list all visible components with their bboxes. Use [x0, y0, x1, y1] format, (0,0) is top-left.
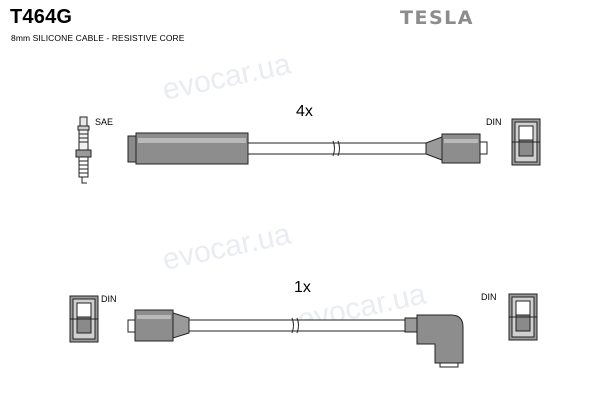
set-1-quantity: 4x: [296, 103, 313, 120]
set-2-angled-boot: [404, 314, 464, 368]
set-2-quantity: 1x: [294, 279, 311, 296]
din-socket-icon: [511, 118, 541, 166]
set-2-left-connector-label: DIN: [101, 294, 117, 304]
set-1-straight-boot: [127, 132, 249, 165]
set-1-right-connector-label: DIN: [486, 117, 502, 127]
set-2-right-connector-label: DIN: [481, 292, 497, 302]
din-socket-icon: [508, 293, 538, 341]
set-1-left-connector-label: SAE: [95, 117, 114, 127]
set-1-cable: [247, 140, 427, 157]
brand-logo: TESLA: [400, 7, 474, 29]
din-socket-icon: [69, 295, 99, 343]
spark-plug-icon: [75, 116, 92, 184]
set-2-cable: [188, 317, 406, 334]
watermark-group: evocar.ua evocar.ua evocar.ua: [160, 47, 429, 336]
watermark-middle: evocar.ua: [160, 217, 294, 276]
set-1-distributor-boot: [425, 133, 488, 164]
set-2-left-boot: [127, 309, 190, 342]
part-number: T464G: [10, 6, 73, 28]
cable-spec: 8mm SILICONE CABLE - RESISTIVE CORE: [11, 33, 185, 43]
watermark-top: evocar.ua: [160, 47, 294, 106]
